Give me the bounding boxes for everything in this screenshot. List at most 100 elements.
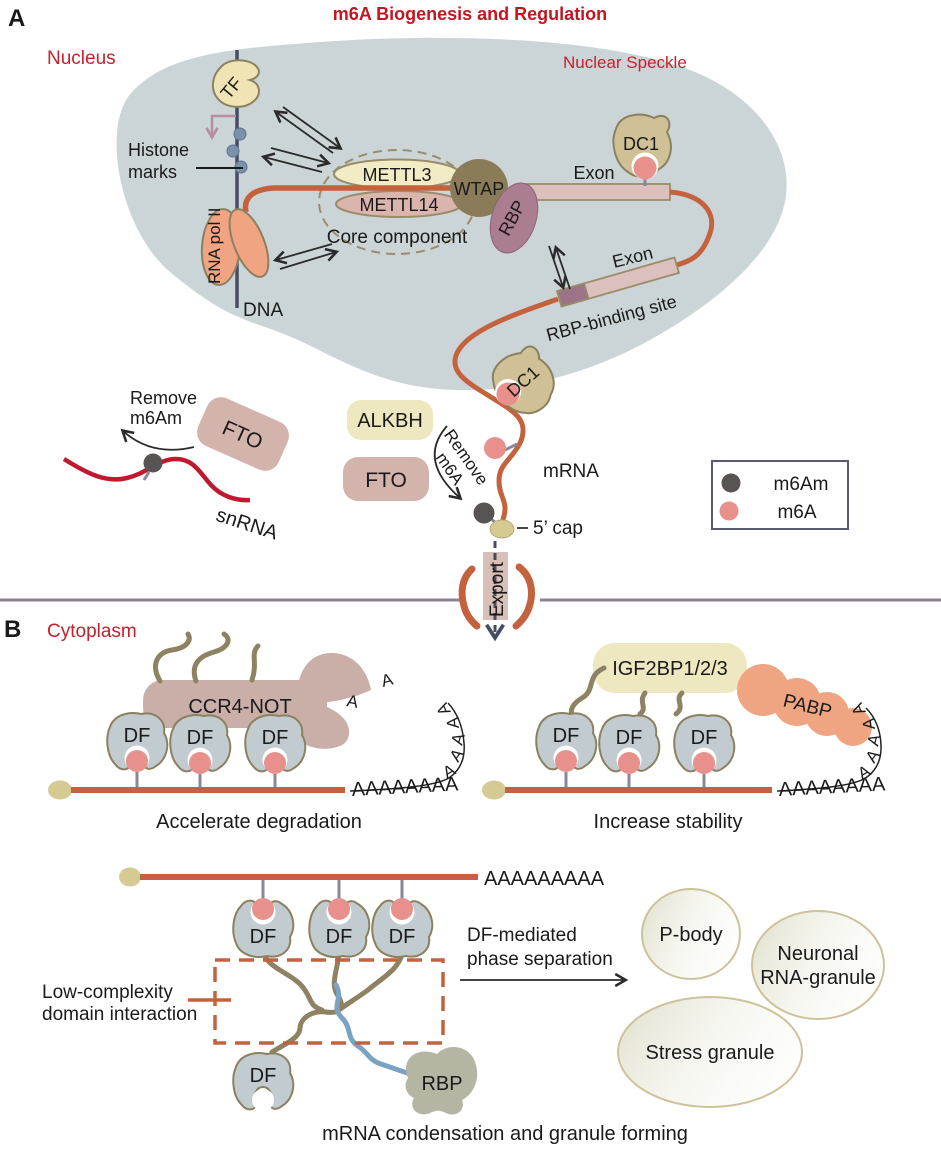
df-reader-inverted: DF xyxy=(372,898,432,957)
fto-shape-left: FTO xyxy=(197,397,289,471)
df-reader-inverted: DF xyxy=(309,898,369,957)
export-channel-left xyxy=(458,565,481,630)
alkbh-shape xyxy=(347,400,433,440)
svg-text:A: A xyxy=(379,669,396,690)
core-component-label: Core component xyxy=(327,227,468,248)
mrna-nascent xyxy=(242,185,470,213)
svg-text:A: A xyxy=(443,716,463,730)
svg-text:A: A xyxy=(345,691,360,712)
exon-label-1: Exon xyxy=(573,163,614,183)
svg-text:A: A xyxy=(859,717,879,731)
svg-text:DF: DF xyxy=(553,725,580,747)
legend-m6a-label: m6A xyxy=(777,502,816,523)
stress-granule xyxy=(617,996,803,1108)
fto-label-right: FTO xyxy=(365,469,407,492)
five-prime-cap-shape xyxy=(482,780,506,800)
poly-a-tail: AAAAAAAAA xyxy=(484,868,605,890)
legend-m6a-dot xyxy=(719,501,739,521)
histone-marks-dots xyxy=(226,127,248,174)
svg-text:DF: DF xyxy=(124,725,151,747)
nucleus-label: Nucleus xyxy=(47,48,116,69)
mettl3-label: METTL3 xyxy=(362,165,431,185)
igf2bp-shape xyxy=(593,643,747,693)
cytoplasm-label: Cytoplasm xyxy=(47,621,137,642)
pabp-complex xyxy=(737,664,872,746)
five-prime-cap-shape xyxy=(119,867,141,887)
svg-text:DF: DF xyxy=(250,1065,277,1087)
df-reader-free: DF xyxy=(233,1053,293,1111)
rna-pol-ii xyxy=(200,208,270,286)
p-body-label: P-body xyxy=(659,924,722,946)
df-reader: DF xyxy=(170,715,230,774)
bottom-caption: mRNA condensation and granule forming xyxy=(322,1123,688,1145)
low-complexity-box xyxy=(213,958,445,1045)
df-reader-inverted: DF xyxy=(233,898,293,957)
five-prime-cap-shape xyxy=(48,780,72,800)
svg-text:DF: DF xyxy=(262,727,289,749)
m6a-stem-free xyxy=(504,442,518,452)
nuclear-speckle-label: Nuclear Speckle xyxy=(563,53,687,72)
svg-text:DF: DF xyxy=(250,926,277,948)
export-label: Export xyxy=(487,561,508,617)
wtap-label: WTAP xyxy=(454,179,505,199)
m6a-dot-dc1-lower xyxy=(496,382,520,406)
low-complexity-label-line1: Low-complexity xyxy=(42,982,173,1003)
equilibrium-arrows-rbp xyxy=(548,244,571,291)
remove-m6am-arrow xyxy=(120,428,195,451)
df-reader: DF xyxy=(107,713,167,772)
export-box xyxy=(483,552,508,620)
wtap-shape xyxy=(450,159,508,217)
five-prime-cap-shape xyxy=(489,519,515,539)
dna-label: DNA xyxy=(243,300,283,321)
tf-protein xyxy=(212,59,260,108)
exon-bar-1 xyxy=(521,183,671,201)
remove-m6a-arrow xyxy=(433,425,463,501)
ccr4-not-label: CCR4-NOT xyxy=(188,696,291,718)
df-reader: DF xyxy=(599,715,659,774)
mettl14-label: METTL14 xyxy=(359,195,438,215)
equilibrium-arrows-upper xyxy=(273,106,343,154)
neuronal-rna-granule xyxy=(751,910,885,1020)
df-tails-condensate xyxy=(260,949,405,1055)
svg-text:A: A xyxy=(864,732,885,749)
svg-text:DF: DF xyxy=(691,727,718,749)
low-complexity-label-line2: domain interaction xyxy=(42,1004,197,1025)
svg-text:DF: DF xyxy=(616,727,643,749)
svg-text:DF: DF xyxy=(326,926,353,948)
svg-text:DF: DF xyxy=(187,727,214,749)
df-reader: DF xyxy=(245,715,305,774)
m6a-dot-dc1-top xyxy=(633,156,657,180)
df-mediated-label-line2: phase separation xyxy=(467,949,613,970)
legend-m6am-dot xyxy=(721,473,741,493)
svg-text:A: A xyxy=(448,731,469,748)
df-mediated-label-line1: DF-mediated xyxy=(467,925,577,946)
remove-m6a-label: Remove m6A xyxy=(432,426,492,489)
five-prime-cap-label: 5’ cap xyxy=(533,518,583,539)
rbp-cytoplasmic-shape xyxy=(405,1047,478,1115)
rbp-nuclear-shape xyxy=(489,182,539,254)
m6a-dot-free xyxy=(484,437,506,459)
m6am-stem-snrna xyxy=(142,471,151,481)
mrna-label: mRNA xyxy=(543,461,599,482)
mrna-exit-strand xyxy=(452,296,559,524)
legend: m6Am m6A xyxy=(711,460,849,530)
figure-title: m6A Biogenesis and Regulation xyxy=(333,4,607,24)
snrna-label: snRNA xyxy=(213,504,281,545)
histone-marks-label-line1: Histone xyxy=(128,140,189,160)
rbp-cytoplasmic-label: RBP xyxy=(421,1073,462,1095)
panel-a-label: A xyxy=(8,5,25,32)
rbp-tail-blue xyxy=(333,982,413,1077)
rna-pol-ii-label: RNA pol II xyxy=(205,207,224,284)
svg-text:DF: DF xyxy=(389,926,416,948)
snrna-strand xyxy=(62,456,251,503)
fto-shape-right xyxy=(343,457,429,501)
legend-m6am-label: m6Am xyxy=(774,474,829,495)
df-reader: DF xyxy=(674,715,734,774)
accelerate-degradation-label: Accelerate degradation xyxy=(156,811,362,833)
dc1-top-label: DC1 xyxy=(623,134,659,154)
histone-marks-label-line2: marks xyxy=(128,162,177,182)
igf2bp-label: IGF2BP1/2/3 xyxy=(612,658,728,680)
poly-a-chain xyxy=(349,702,465,792)
